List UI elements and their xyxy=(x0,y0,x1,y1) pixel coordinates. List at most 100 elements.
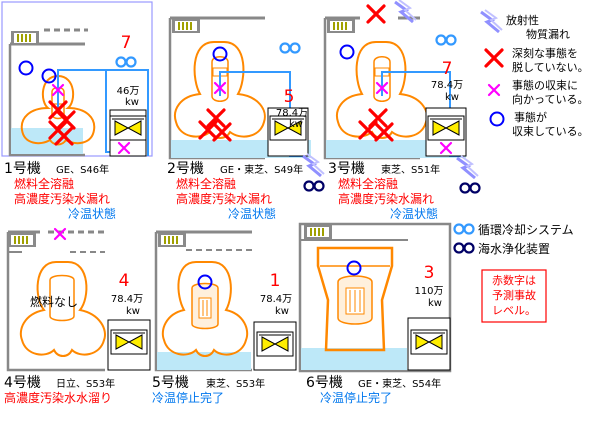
unit-2-containment-vessel xyxy=(174,41,266,139)
unit-6-blue-circle-icon xyxy=(346,260,362,276)
unit-1-status-blue: 冷温状態 xyxy=(68,206,116,221)
unit-2-level: 5 xyxy=(284,87,295,107)
unit-6-level: 3 xyxy=(424,263,435,283)
unit-3-circulation-cooling-icon xyxy=(435,34,457,46)
legend-top: 放射性 物質漏れ 深刻な事態を 脱していない。 事態の収束に 向かっている。 事… xyxy=(479,8,589,138)
unit-4-output-value: 78.4万 xyxy=(111,294,143,305)
legend-mid: 循環冷却システム 海水浄化装置 xyxy=(453,223,574,256)
legend-magenta-cross-line-2: 向かっている。 xyxy=(512,92,588,106)
unit-5: 1 78.4万 kw 5号機 東芝、S53年 冷温停止完了 xyxy=(152,230,297,405)
unit-3-containment-vessel xyxy=(336,41,428,139)
unit-4-level: 4 xyxy=(119,271,130,291)
unit-4-output-unit: kw xyxy=(126,306,140,317)
unit-1-containment-vessel xyxy=(20,74,96,146)
unit-2-fuel-pool-icon xyxy=(171,18,201,34)
unit-2: 5 78.4万 kw 2号機 GE・東芝、S49年 燃料全溶融 高濃度汚染水漏れ… xyxy=(167,16,326,221)
unit-6-name: 6号機 xyxy=(306,375,343,391)
legend-seawater-purification-label: 海水浄化装置 xyxy=(478,241,550,256)
unit-3-status-red-2: 高濃度汚染水漏れ xyxy=(338,191,434,206)
unit-3-status-red-1: 燃料全溶融 xyxy=(338,176,398,191)
unit-1-name: 1号機 xyxy=(4,161,41,177)
unit-3: 7 78.4万 kw 3号機 東芝、S51年 燃料全溶融 高濃度汚染水漏れ 冷温… xyxy=(323,0,481,221)
unit-1-building xyxy=(8,44,85,157)
legend-blue-circle-line-1: 事態が xyxy=(514,110,547,124)
unit-3-fuel-pool-icon xyxy=(326,18,356,34)
unit-5-output-unit: kw xyxy=(275,306,289,317)
note-box-frame xyxy=(481,269,547,323)
unit-2-reactor-vessel xyxy=(211,56,229,102)
unit-2-status-red-2: 高濃度汚染水漏れ xyxy=(176,191,272,206)
unit-6-containment-vessel xyxy=(316,246,394,352)
note-line-3: レベル。 xyxy=(492,304,536,317)
unit-4-building xyxy=(6,232,105,372)
unit-5-level: 1 xyxy=(270,271,281,291)
unit-4-fuel-pool-icon xyxy=(7,232,37,248)
unit-2-maker-year: GE・東芝、S49年 xyxy=(220,163,303,176)
unit-5-maker-year: 東芝、S53年 xyxy=(206,377,265,390)
legend-magenta-cross-line-1: 事態の収束に xyxy=(512,78,578,92)
legend-lightning-line-1: 放射性 xyxy=(506,13,539,27)
legend-blue-circle-icon xyxy=(489,111,505,127)
legend-circulation-cooling-icon xyxy=(453,223,475,235)
unit-6-fuel-pool-icon xyxy=(303,224,333,240)
unit-4-no-fuel-label: 燃料なし xyxy=(30,294,78,309)
unit-2-lightning-icon xyxy=(301,152,326,178)
unit-2-circulation-cooling-icon xyxy=(279,42,301,54)
unit-1: 7 46万 kw 1号機 GE、S46年 燃料全溶融 高濃度汚染水漏れ 冷温状態 xyxy=(1,1,153,221)
legend-seawater-purification-icon xyxy=(453,242,475,254)
unit-3-seawater-purification-icon xyxy=(459,182,481,194)
unit-3-name: 3号機 xyxy=(328,161,365,177)
unit-4: 燃料なし 4 78.4万 kw 4号機 日立、S53年 高濃度汚染水水溜り xyxy=(4,227,151,405)
note-line-2: 予測事故 xyxy=(492,288,536,302)
unit-5-name: 5号機 xyxy=(152,375,189,391)
unit-3-output-value: 78.4万 xyxy=(431,80,463,91)
unit-1-turbine-icon xyxy=(109,115,147,141)
unit-5-status-blue: 冷温停止完了 xyxy=(152,390,224,405)
unit-2-name: 2号機 xyxy=(167,161,204,177)
unit-6: 3 110万 kw 6号機 GE・東芝、S54年 冷温停止完了 xyxy=(298,222,452,405)
unit-5-turbine-icon xyxy=(256,331,294,357)
unit-4-name: 4号機 xyxy=(4,375,41,391)
unit-3-turbine-icon xyxy=(427,115,465,141)
unit-6-turbine-icon xyxy=(410,329,448,355)
legend-blue-circle-line-2: 収束している。 xyxy=(512,125,589,138)
unit-3-output-unit: kw xyxy=(445,92,459,103)
unit-5-water xyxy=(157,352,251,370)
legend-circulation-cooling-label: 循環冷却システム xyxy=(478,223,574,237)
unit-6-maker-year: GE・東芝、S54年 xyxy=(358,377,441,390)
unit-3-level: 7 xyxy=(442,59,453,79)
unit-6-building xyxy=(298,222,452,373)
unit-1-status-red-1: 燃料全溶融 xyxy=(14,176,74,191)
note-box: 赤数字は 予測事故 レベル。 xyxy=(481,269,547,323)
unit-2-blue-circle-icon xyxy=(212,46,228,62)
legend-lightning-line-2: 物質漏れ xyxy=(526,27,570,41)
unit-6-output-unit: kw xyxy=(428,298,442,309)
unit-3-lightning-icon xyxy=(455,154,480,180)
unit-1-status-red-2: 高濃度汚染水漏れ xyxy=(14,191,110,206)
unit-6-status-blue: 冷温停止完了 xyxy=(320,390,392,405)
legend-red-cross-line-1: 深刻な事態を xyxy=(512,46,578,60)
unit-2-output-value: 78.4万 xyxy=(276,108,308,119)
unit-5-fuel-pool-icon xyxy=(157,232,187,248)
unit-3-reactor-vessel xyxy=(373,56,391,102)
unit-6-output-value: 110万 xyxy=(414,286,443,297)
unit-3-blue-circle-icon xyxy=(339,44,355,60)
unit-1-circulation-cooling-icon xyxy=(115,56,137,68)
legend-lightning-icon xyxy=(479,8,504,34)
legend-red-cross-line-2: 脱していない。 xyxy=(512,60,589,74)
unit-5-containment-vessel xyxy=(161,261,249,357)
unit-1-level: 7 xyxy=(121,33,132,53)
unit-3-red-cross-icon xyxy=(366,4,386,24)
unit-5-output-value: 78.4万 xyxy=(260,294,292,305)
unit-6-water xyxy=(301,348,407,370)
unit-4-turbine-icon xyxy=(110,329,148,355)
legend-red-cross-icon xyxy=(484,48,504,68)
unit-1-maker-year: GE、S46年 xyxy=(56,163,109,176)
unit-4-containment-vessel xyxy=(19,261,106,357)
unit-2-seawater-purification-icon xyxy=(303,180,325,192)
unit-4-maker-year: 日立、S53年 xyxy=(56,377,115,390)
unit-2-status-red-1: 燃料全溶融 xyxy=(176,176,236,191)
unit-1-output-unit: kw xyxy=(125,97,139,108)
unit-1-fuel-pool-icon xyxy=(10,30,40,46)
